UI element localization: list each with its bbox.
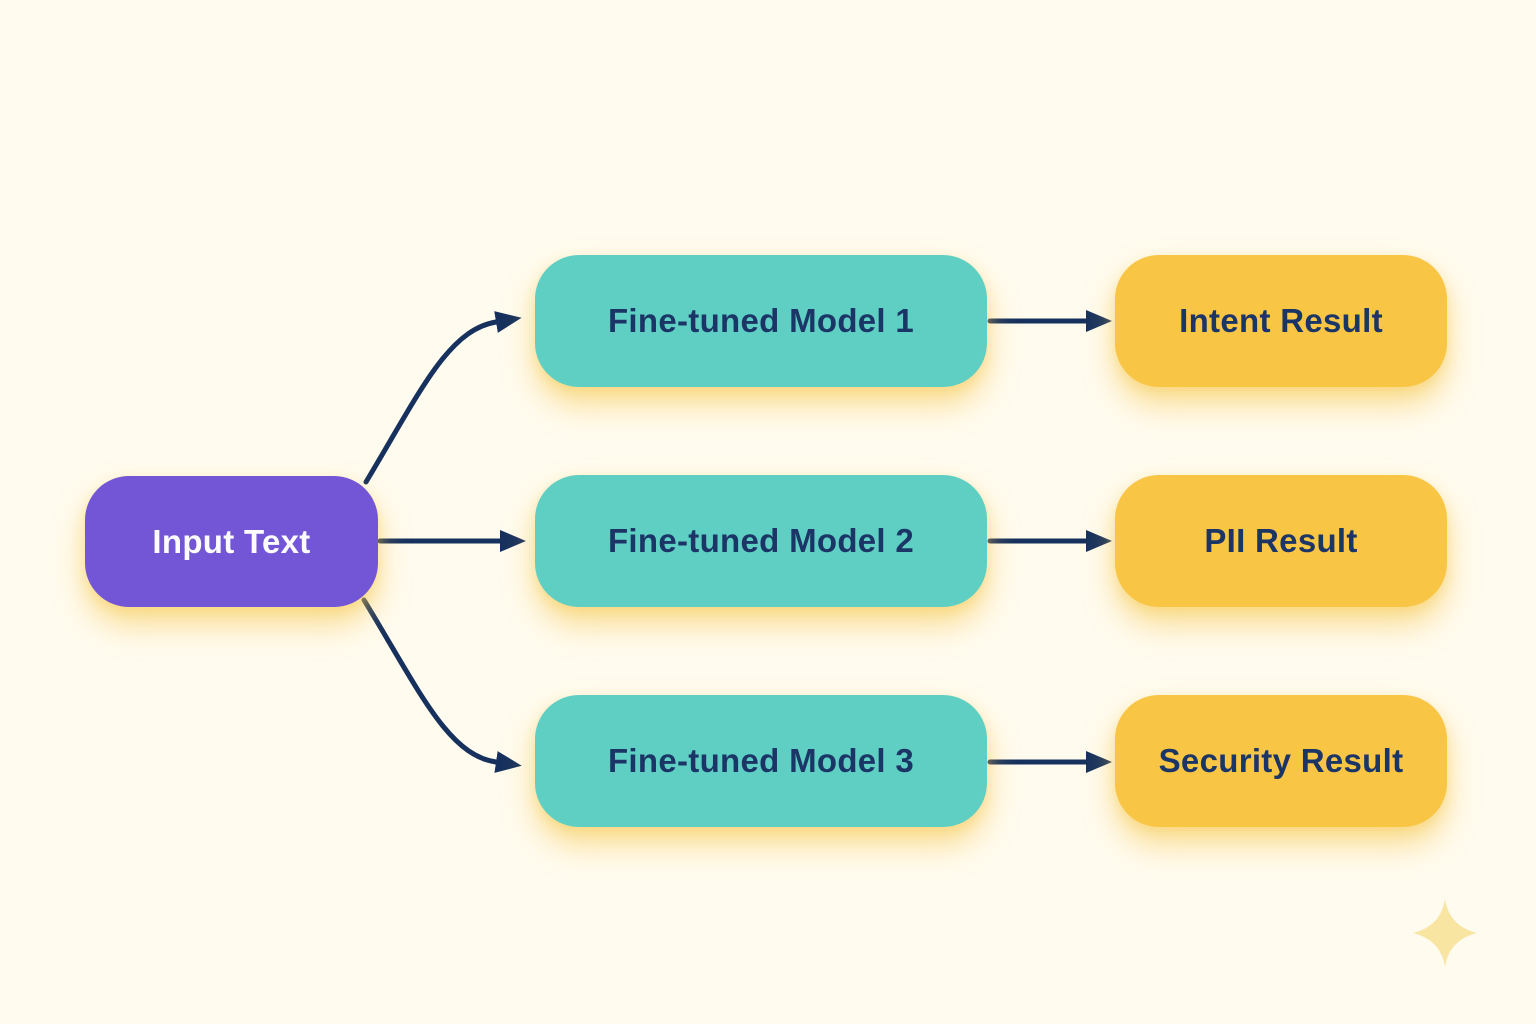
- result-node-pii: PII Result: [1115, 475, 1447, 607]
- model-node-1: Fine-tuned Model 1: [535, 255, 987, 387]
- result-node-intent: Intent Result: [1115, 255, 1447, 387]
- model-node-3-label: Fine-tuned Model 3: [607, 742, 915, 779]
- result-node-intent-label: Intent Result: [1179, 302, 1383, 339]
- model-node-2: Fine-tuned Model 2: [535, 475, 987, 607]
- arrow-input-to-model-1: [363, 311, 522, 485]
- result-node-security-label: Security Result: [1158, 742, 1404, 779]
- input-text-node: Input Text: [85, 476, 378, 607]
- input-text-label: Input Text: [152, 522, 311, 560]
- arrow-input-to-model-3: [361, 597, 522, 773]
- model-node-2-label: Fine-tuned Model 2: [607, 522, 915, 559]
- model-node-1-label: Fine-tuned Model 1: [607, 302, 915, 339]
- sparkle-icon: [1413, 899, 1477, 967]
- model-node-3: Fine-tuned Model 3: [535, 695, 987, 827]
- result-node-security: Security Result: [1115, 695, 1447, 827]
- result-node-pii-label: PII Result: [1204, 522, 1358, 559]
